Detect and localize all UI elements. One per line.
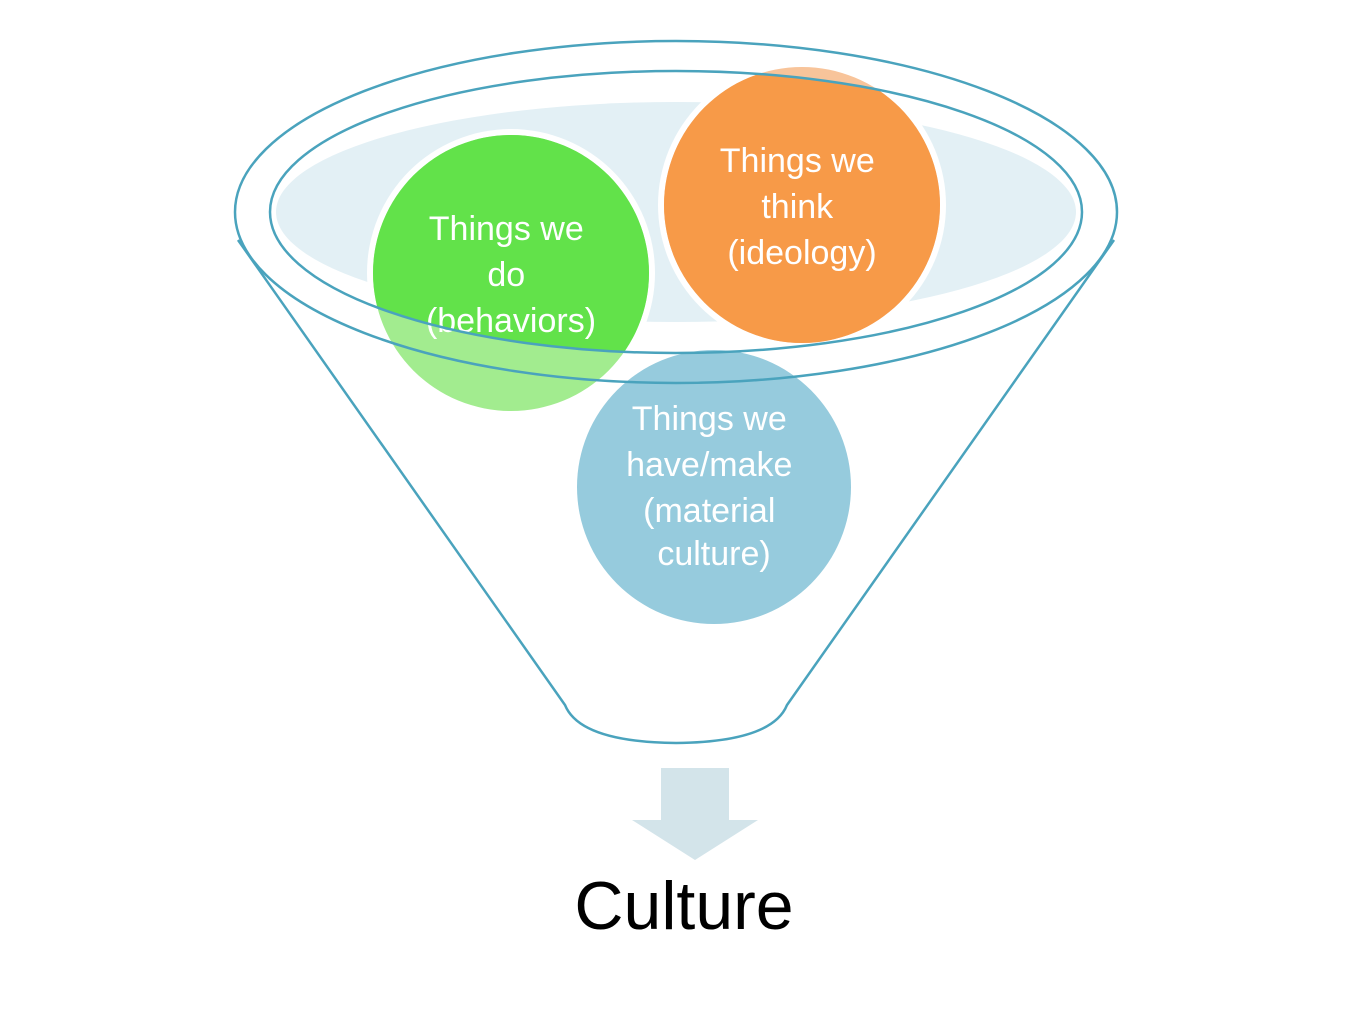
circle-ideology: Things we think (ideology) <box>658 61 946 349</box>
circle-behaviors: Things we do (behaviors) <box>367 129 655 417</box>
result-label: Culture <box>574 868 793 944</box>
circle-ideology-line-1: Things we <box>720 142 875 180</box>
funnel-body <box>236 239 1116 745</box>
circle-material-label: Things we have/make (material culture) <box>626 400 802 573</box>
circle-behaviors-line-3: (behaviors) <box>426 302 596 340</box>
circle-ideology-line-2: think <box>761 188 834 226</box>
circle-behaviors-label: Things we do (behaviors) <box>426 210 596 340</box>
down-arrow <box>632 768 758 860</box>
circle-material-shape <box>577 350 851 624</box>
circle-material-line-1: Things we <box>632 400 787 438</box>
circle-material-line-3: (material <box>643 492 775 530</box>
funnel-rim-outer <box>233 39 1119 385</box>
funnel-rim-inner <box>268 69 1084 355</box>
circle-ideology-shape <box>664 71 940 343</box>
circle-behaviors-line-2: do <box>487 256 525 294</box>
circle-material: Things we have/make (material culture) <box>571 344 857 630</box>
circle-material-line-2: have/make <box>626 446 792 484</box>
circle-material-line-4: culture) <box>657 535 770 573</box>
circle-behaviors-line-1: Things we <box>429 210 584 248</box>
circle-ideology-line-3: (ideology) <box>727 234 876 272</box>
circle-ideology-label: Things we think (ideology) <box>720 142 884 272</box>
